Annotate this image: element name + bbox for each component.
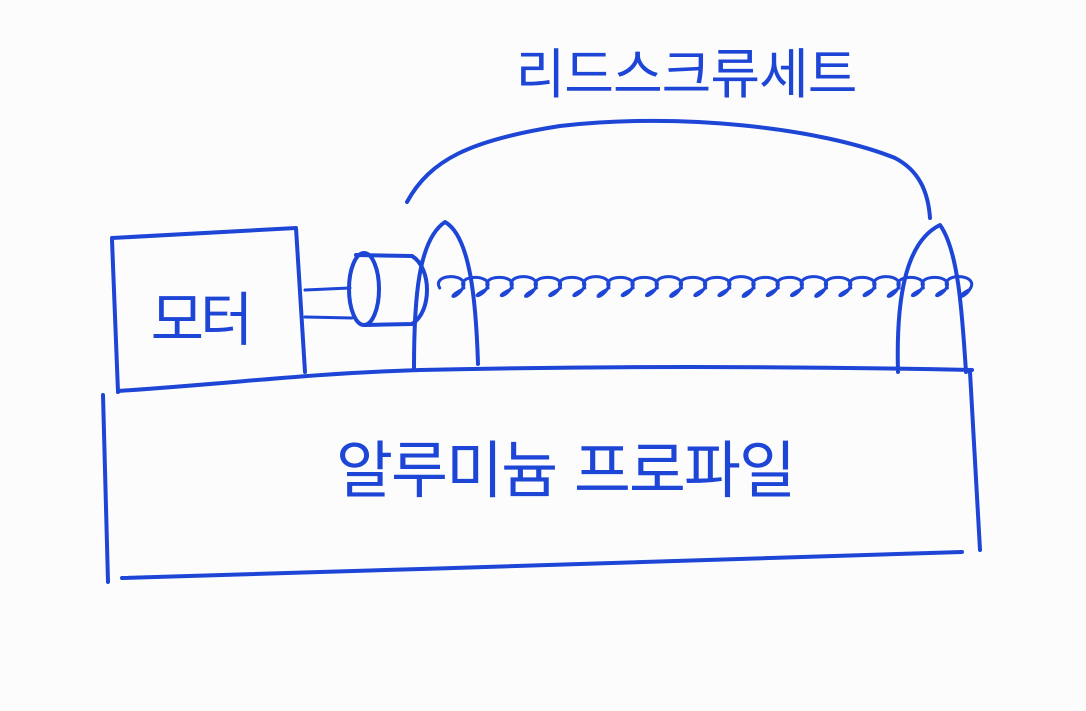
lead-screw-coil	[436, 275, 974, 298]
motor-box	[110, 226, 307, 394]
base-right-edge	[968, 370, 982, 552]
motor-label: 모터	[151, 286, 250, 354]
base-left-edge	[101, 393, 110, 584]
coupling-shaft	[303, 286, 354, 320]
plate-label: 알루미늄 프로파일	[336, 434, 794, 507]
span-arc	[405, 118, 932, 220]
ball-screw-label: 리드스크류세트	[516, 43, 857, 106]
base-bottom-edge	[120, 550, 964, 580]
base-top-edge	[116, 365, 974, 393]
coupling-ellipse	[347, 251, 381, 327]
left-bearing-support	[412, 220, 480, 370]
coil-path	[436, 275, 974, 298]
right-bearing-support	[895, 223, 968, 374]
